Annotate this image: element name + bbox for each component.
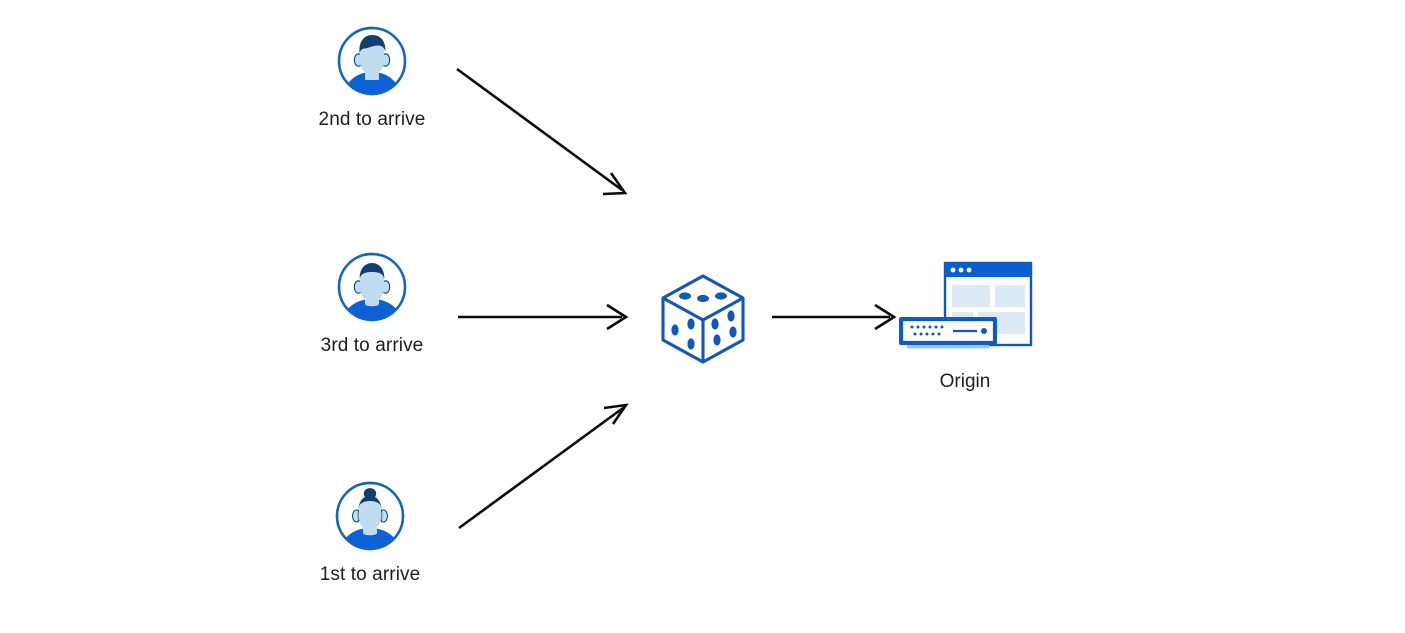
node-visitor-3rd[interactable]: 3rd to arrive <box>292 250 452 358</box>
dice-cube-icon <box>661 274 745 364</box>
person-avatar-icon <box>335 481 405 551</box>
node-label-visitor-3rd: 3rd to arrive <box>320 335 424 356</box>
dice-right-dots <box>711 310 737 346</box>
node-label-visitor-1st: 1st to arrive <box>319 564 421 585</box>
person-avatar-icon <box>337 26 407 96</box>
node-visitor-1st[interactable]: 1st to arrive <box>290 479 450 587</box>
node-randomizer[interactable] <box>655 268 751 364</box>
node-label-origin: Origin <box>939 371 991 392</box>
node-label-visitor-2nd: 2nd to arrive <box>318 109 426 130</box>
arrow-1st-to-dice <box>458 403 629 530</box>
node-origin[interactable]: Origin <box>880 258 1050 394</box>
arrow-2nd-to-dice <box>456 67 628 196</box>
node-visitor-2nd[interactable]: 2nd to arrive <box>292 24 452 132</box>
origin-server-icon <box>899 261 1033 349</box>
router-port-dots <box>910 325 944 336</box>
router-device-icon <box>899 317 997 349</box>
arrow-dice-to-origin <box>772 303 897 331</box>
dice-left-dots <box>671 318 695 350</box>
dice-top-dots <box>679 292 727 303</box>
arrow-3rd-to-dice <box>458 303 629 331</box>
person-avatar-icon <box>337 252 407 322</box>
